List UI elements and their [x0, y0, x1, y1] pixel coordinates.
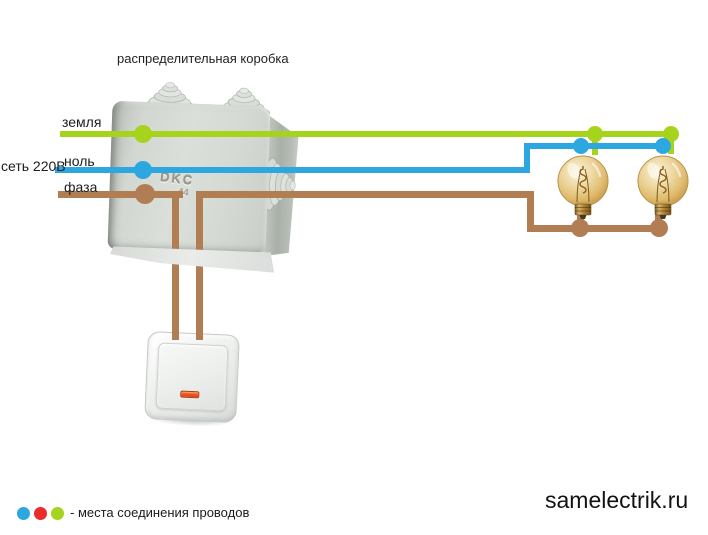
light-switch	[144, 331, 240, 428]
legend-text: - места соединения проводов	[70, 505, 250, 520]
neutral-wire-right	[524, 143, 666, 149]
phase-wire-bottom	[527, 225, 663, 232]
legend-dot-phase	[34, 507, 47, 520]
neutral-wire-riser	[524, 143, 530, 173]
phase-wire-riser	[527, 191, 534, 231]
neutral-label: ноль	[64, 153, 95, 169]
ground-wire	[60, 131, 672, 137]
phase-wire-right	[196, 191, 534, 198]
connection-dot-ground-box	[134, 125, 152, 143]
ground-label: земля	[62, 114, 102, 130]
connection-dot-neutral-lamp1	[573, 138, 589, 154]
junction-box-title-label: распределительная коробка	[117, 51, 289, 66]
legend-dot-neutral	[17, 507, 30, 520]
connection-dot-neutral-lamp2	[655, 138, 671, 154]
switch-indicator-light	[180, 390, 200, 399]
legend-dot-ground	[51, 507, 64, 520]
neutral-wire-left	[55, 167, 530, 173]
light-bulb-1	[556, 154, 610, 220]
connection-dot-phase-lamp2	[650, 219, 668, 237]
watermark-text: samelectrik.ru	[545, 487, 689, 513]
connection-dot-neutral-box	[134, 161, 152, 179]
phase-label: фаза	[64, 179, 98, 195]
mains-label: сеть 220В	[1, 158, 66, 174]
switch-rocker	[155, 342, 229, 412]
connection-dot-phase-lamp1	[571, 219, 589, 237]
connection-dot-ground-lamp2	[663, 126, 679, 142]
ground-wire-drop-lamp2	[668, 134, 674, 154]
connection-dot-phase-box	[135, 184, 155, 204]
connection-dot-ground-lamp1	[587, 126, 603, 142]
phase-wire-to-switch	[172, 191, 179, 340]
light-bulb-2	[636, 154, 690, 220]
phase-wire-left	[58, 191, 183, 198]
